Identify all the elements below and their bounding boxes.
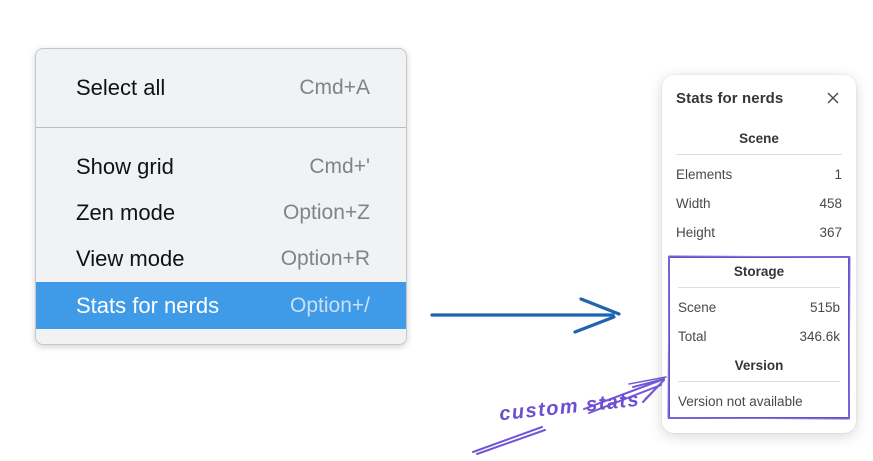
stat-value: 458 [819, 196, 842, 211]
stat-label: Width [676, 196, 711, 211]
section-heading-version: Version [734, 358, 784, 373]
stat-label: Elements [676, 167, 733, 182]
menu-item-label: Stats for nerds [76, 292, 220, 318]
stats-panel-title: Stats for nerds [676, 89, 784, 107]
annotation-text: custom stats [498, 388, 642, 426]
menu-item-label: Show grid [76, 154, 174, 179]
stat-row-storage-total: Total 346.6k [678, 322, 840, 351]
stat-label: Scene [678, 300, 717, 315]
stat-row-width: Width 458 [676, 189, 842, 218]
section-divider [678, 287, 840, 288]
menu-item-shortcut: Option+R [280, 247, 370, 270]
context-menu: Select all Cmd+A Show grid Cmd+' Zen mod… [35, 48, 407, 345]
menu-divider [36, 127, 406, 128]
menu-item-select-all[interactable]: Select all Cmd+A [36, 49, 406, 127]
menu-item-shortcut: Option+Z [283, 201, 370, 224]
stat-row-storage-scene: Scene 515b [678, 293, 840, 322]
stat-value: 515b [809, 300, 840, 315]
stat-label: Height [676, 225, 716, 240]
menu-item-label: Zen mode [76, 200, 176, 225]
annotation-highlight-box: Storage Scene 515b Total 346.6k Version … [668, 256, 850, 419]
section-divider [678, 381, 840, 382]
section-heading-scene: Scene [739, 131, 779, 146]
stats-panel: Stats for nerds Scene Elements 1 Width 4… [662, 75, 856, 433]
stat-row-height: Height 367 [676, 218, 842, 247]
menu-item-view-mode[interactable]: View mode Option+R [36, 236, 406, 282]
version-note: Version not available [678, 393, 803, 409]
stat-value: 1 [834, 167, 842, 182]
menu-item-shortcut: Cmd+A [299, 76, 370, 99]
stat-value: 367 [819, 225, 842, 240]
menu-item-label: Select all [76, 75, 166, 100]
menu-item-show-grid[interactable]: Show grid Cmd+' [36, 144, 406, 190]
section-heading-storage: Storage [733, 264, 785, 279]
stat-value: 346.6k [799, 329, 840, 344]
stat-row-elements: Elements 1 [676, 160, 842, 189]
close-icon[interactable] [824, 89, 842, 107]
menu-item-label: View mode [76, 246, 185, 271]
menu-item-shortcut: Cmd+' [309, 155, 370, 178]
section-divider [676, 154, 842, 155]
menu-item-stats-for-nerds[interactable]: Stats for nerds Option+/ [36, 282, 406, 329]
menu-item-zen-mode[interactable]: Zen mode Option+Z [36, 190, 406, 236]
flow-arrow-icon [430, 297, 621, 334]
stat-label: Total [678, 329, 707, 344]
menu-item-shortcut: Option+/ [290, 293, 370, 317]
